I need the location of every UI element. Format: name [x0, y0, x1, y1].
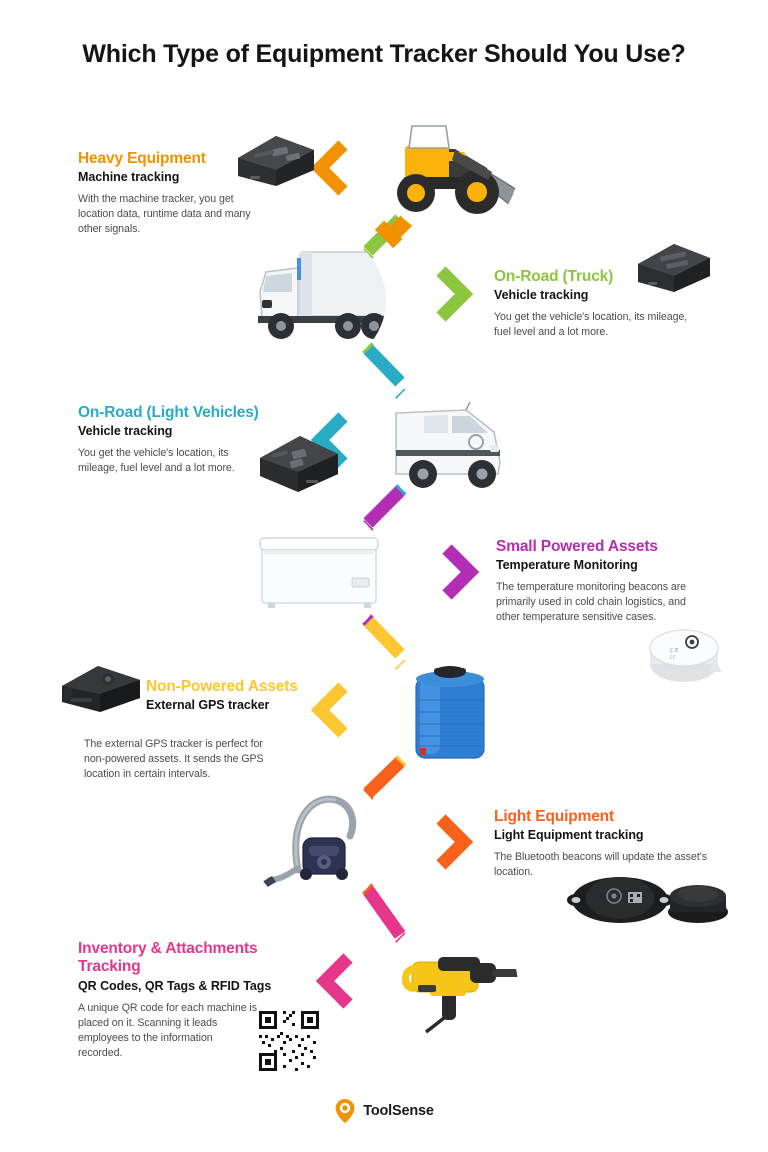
semi-truck-photo	[250, 232, 386, 368]
vacuum-cleaner-photo	[250, 773, 386, 909]
connector-5-6	[363, 757, 405, 798]
chest-freezer-photo	[250, 504, 386, 640]
section-body: The Bluetooth beacons will update the as…	[494, 851, 707, 879]
section-heading: Small Powered Assets	[496, 538, 658, 555]
connector-4-5	[363, 616, 405, 659]
black-box-gps-tracker-photo	[238, 136, 314, 186]
section-heading: On-Road (Truck)	[494, 268, 614, 285]
chevron-left-icon-inventory	[315, 953, 353, 1009]
black-plug-gps-tracker-photo	[260, 436, 338, 492]
chevron-right-icon-on-road-truck	[436, 266, 474, 322]
chevron-left-icon-non-powered	[310, 682, 348, 738]
white-round-temperature-beacon-photo: C E FC	[649, 629, 722, 682]
section-body: The external GPS tracker is perfect for …	[84, 738, 264, 781]
section-subheading: Vehicle tracking	[494, 288, 589, 303]
qr-code-photo	[256, 1008, 322, 1074]
section-body: With the machine tracker, you get locati…	[78, 193, 251, 236]
brand-name: ToolSense	[363, 1103, 434, 1119]
section-heavy-equipment: Heavy Equipment Machine tracking With th…	[78, 150, 253, 237]
black-external-gps-tracker-photo	[62, 666, 140, 712]
section-body: The temperature monitoring beacons are p…	[496, 581, 687, 624]
section-subheading: External GPS tracker	[146, 698, 270, 713]
section-body: A unique QR code for each machine is pla…	[78, 1001, 257, 1059]
white-van-photo	[382, 373, 518, 509]
section-subheading: QR Codes, QR Tags & RFID Tags	[78, 978, 272, 993]
section-heading: Light Equipment	[494, 808, 615, 825]
section-on-road-truck: On-Road (Truck) Vehicle tracking You get…	[494, 268, 694, 340]
chevron-left-icon-heavy-equipment	[310, 140, 348, 196]
section-heading: Non-Powered Assets	[146, 678, 298, 695]
connector-3-4	[363, 486, 405, 528]
section-on-road-light-vehicles: On-Road (Light Vehicles) Vehicle trackin…	[78, 404, 263, 476]
chevron-right-icon-small-powered	[442, 544, 480, 600]
wheel-loader-photo	[382, 101, 518, 237]
section-subheading: Light Equipment tracking	[494, 828, 644, 843]
section-body: You get the vehicle's location, its mile…	[78, 447, 235, 475]
connector-6-7	[362, 886, 406, 939]
section-heading: Heavy Equipment	[78, 150, 206, 167]
section-heading: Inventory & Attachments Tracking	[78, 940, 258, 976]
section-body: You get the vehicle's location, its mile…	[494, 311, 688, 339]
black-bluetooth-beacons-photo	[567, 877, 728, 923]
blue-water-tank-photo	[382, 644, 518, 780]
section-inventory-attachments-tracking: Inventory & Attachments Tracking QR Code…	[78, 940, 273, 1061]
svg-text:FC: FC	[670, 655, 676, 661]
section-light-equipment: Light Equipment Light Equipment tracking…	[494, 808, 709, 880]
page-title: Which Type of Equipment Tracker Should Y…	[82, 40, 686, 68]
section-heading: On-Road (Light Vehicles)	[78, 404, 259, 421]
svg-text:C E: C E	[670, 648, 678, 654]
chevron-right-icon-light-equipment	[436, 814, 474, 870]
section-subheading: Temperature Monitoring	[496, 558, 638, 573]
section-subheading: Machine tracking	[78, 170, 180, 185]
map-pin-icon	[335, 1099, 355, 1123]
section-non-powered-assets: Non-Powered Assets External GPS tracker …	[84, 678, 346, 780]
black-obd-gps-tracker-photo	[638, 244, 710, 292]
section-subheading: Vehicle tracking	[78, 424, 173, 439]
section-small-powered-assets: Small Powered Assets Temperature Monitor…	[496, 538, 711, 625]
rotary-hammer-drill-photo	[382, 917, 518, 1053]
connector-2-3	[363, 344, 405, 387]
footer-logo: ToolSense	[0, 1098, 768, 1124]
